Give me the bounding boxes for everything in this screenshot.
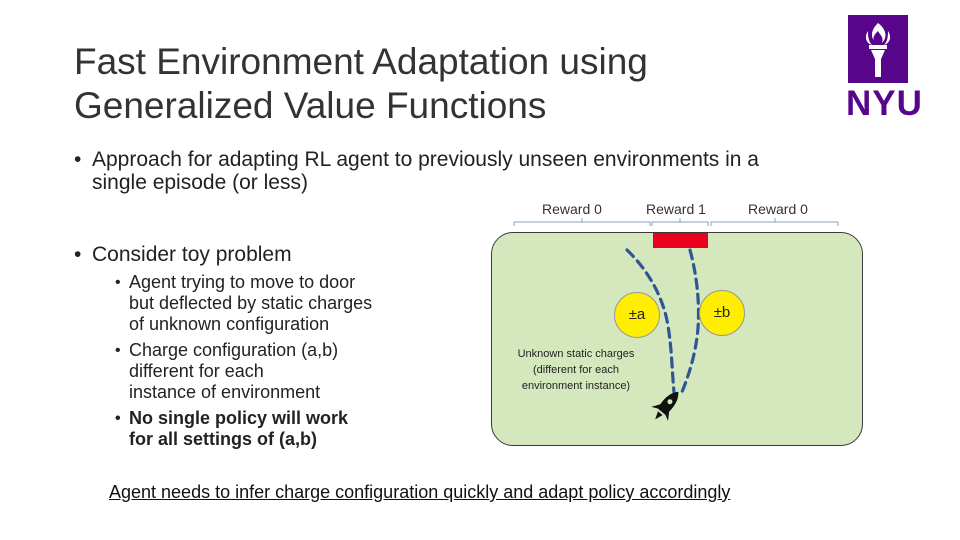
- sub-bullet-line: for all settings of (a,b): [129, 429, 318, 449]
- bullet-dot: •: [115, 274, 121, 291]
- bullet-approach: • Approach for adapting RL agent to prev…: [74, 148, 759, 194]
- reward-brace-left: [513, 218, 651, 226]
- title-line-2: Generalized Value Functions: [74, 85, 547, 126]
- reward-brace-middle: [651, 218, 709, 226]
- sub-bullet-line: of unknown configuration: [129, 314, 330, 334]
- reward-label-right: Reward 0: [748, 201, 808, 217]
- sub-bullet-line: instance of environment: [129, 382, 321, 402]
- reward-label-middle: Reward 1: [646, 201, 706, 217]
- sub-bullet-line: but deflected by static charges: [129, 293, 373, 313]
- charge-a: ±a: [614, 292, 660, 338]
- sub-bullet-line: different for each: [129, 361, 264, 381]
- sub-bullet-line: No single policy will work: [129, 408, 349, 428]
- title-line-1: Fast Environment Adaptation using: [74, 41, 648, 82]
- charge-b: ±b: [699, 290, 745, 336]
- caption-line: (different for each: [532, 364, 619, 376]
- reward-brace-right: [710, 218, 839, 226]
- rocket-icon: [651, 391, 679, 422]
- torch-icon: [848, 15, 908, 83]
- charges-caption: Unknown static charges (different for ea…: [501, 346, 651, 394]
- bullet-dot: •: [74, 243, 82, 266]
- sub-bullet-line: Charge configuration (a,b): [129, 340, 339, 360]
- trajectory-right: [680, 248, 701, 394]
- bullet-dot: •: [74, 148, 82, 171]
- caption-line: environment instance): [521, 380, 631, 392]
- bullet-toy-problem: • Consider toy problem: [74, 243, 292, 266]
- reward-braces: [513, 218, 839, 226]
- footer-statement: Agent needs to infer charge configuratio…: [109, 482, 731, 502]
- logo-text: NYU: [846, 84, 923, 123]
- bullet-dot: •: [115, 410, 121, 427]
- door: [653, 233, 708, 248]
- bullet-line: single episode (or less): [92, 171, 308, 194]
- sub-bullet-line: Agent trying to move to door: [129, 272, 356, 292]
- caption-line: Unknown static charges: [517, 348, 635, 360]
- nyu-logo: NYU: [846, 15, 923, 122]
- bullet-dot: •: [115, 342, 121, 359]
- trajectory-paths: [625, 248, 701, 394]
- reward-label-left: Reward 0: [542, 201, 602, 217]
- sub-bullet-no-single-policy: • No single policy will work for all set…: [115, 408, 349, 450]
- slide-title: Fast Environment Adaptation using Genera…: [74, 40, 648, 128]
- sub-bullet-configuration: • Charge configuration (a,b) different f…: [115, 340, 339, 403]
- bullet-line: Consider toy problem: [92, 243, 292, 266]
- trajectory-left: [625, 248, 676, 394]
- bullet-line: Approach for adapting RL agent to previo…: [92, 148, 759, 171]
- sub-bullet-agent: • Agent trying to move to door but defle…: [115, 272, 373, 335]
- environment-box: [491, 232, 863, 446]
